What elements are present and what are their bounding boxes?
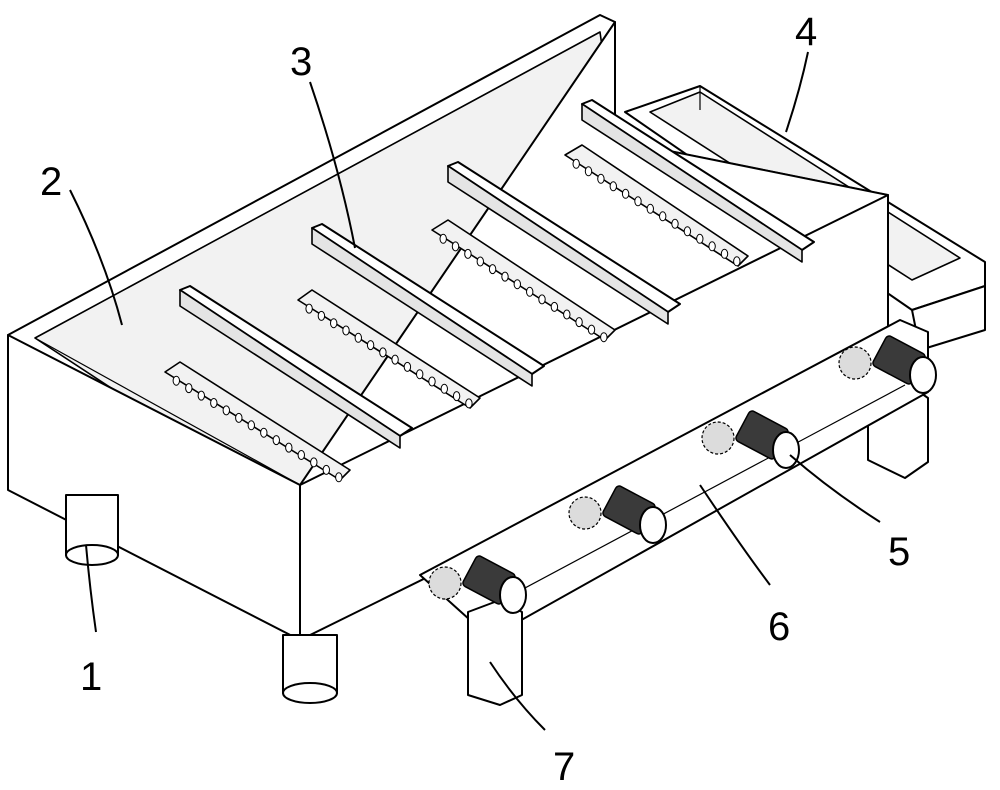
- leader-7: [489, 661, 546, 731]
- spray-hole: [428, 376, 436, 387]
- spray-hole: [297, 450, 305, 460]
- motor-end-cap: [639, 506, 667, 544]
- spray-hole: [683, 226, 692, 237]
- spray-hole: [563, 309, 571, 320]
- spray-hole: [597, 173, 605, 184]
- spray-hole: [609, 181, 617, 192]
- spray-hole: [247, 420, 256, 431]
- gear-icon: [428, 566, 462, 600]
- label-7: 7: [553, 745, 575, 789]
- gear-icon: [568, 496, 602, 530]
- spray-hole: [235, 412, 243, 423]
- spray-hole: [305, 303, 313, 314]
- spray-hole: [733, 256, 741, 267]
- spray-hole: [317, 310, 326, 321]
- spray-hole: [342, 325, 350, 336]
- spray-hole: [538, 294, 546, 305]
- spray-hole: [451, 241, 460, 252]
- spray-hole: [172, 375, 181, 386]
- leader-6: [699, 484, 771, 586]
- spray-hole: [366, 340, 375, 351]
- label-4: 4: [795, 10, 817, 54]
- tank-legs: [65, 494, 338, 704]
- spray-hole: [222, 405, 231, 416]
- guide-rails: [164, 99, 815, 483]
- gear-icon: [838, 346, 872, 380]
- spray-hole: [696, 233, 704, 244]
- label-2: 2: [40, 160, 62, 204]
- spray-hole: [452, 391, 461, 402]
- spray-hole: [584, 166, 593, 177]
- spray-hole: [354, 332, 362, 343]
- leader-2: [69, 189, 123, 326]
- motor-end-cap: [499, 576, 527, 614]
- spray-hole: [440, 383, 448, 394]
- spray-hole: [330, 318, 338, 329]
- spray-hole: [197, 390, 206, 401]
- leader-5: [789, 454, 881, 523]
- leader-lines: [69, 51, 881, 731]
- spray-hole: [272, 435, 280, 446]
- spray-hole: [465, 398, 473, 409]
- spray-hole: [720, 248, 729, 259]
- part-labels: 1 2 3 4 5 6 7: [40, 10, 910, 789]
- spray-hole: [185, 383, 193, 394]
- spray-hole: [403, 361, 412, 372]
- spray-hole: [501, 271, 509, 282]
- spray-hole: [671, 218, 679, 229]
- motor-end-cap: [909, 356, 937, 394]
- spray-hole: [634, 196, 642, 207]
- motor-end-cap: [772, 431, 800, 469]
- spray-hole: [621, 188, 630, 199]
- spray-hole: [210, 398, 218, 408]
- motor-unit: [568, 485, 667, 544]
- spray-hole: [285, 442, 293, 453]
- label-1: 1: [80, 655, 102, 699]
- leader-3: [309, 81, 356, 249]
- spray-holes: [172, 158, 741, 483]
- spray-hole: [439, 233, 447, 244]
- label-5: 5: [888, 530, 910, 574]
- spray-hole: [526, 286, 534, 297]
- spray-hole: [488, 264, 497, 275]
- spray-hole: [464, 248, 472, 259]
- spray-hole: [391, 354, 399, 365]
- spray-hole: [550, 301, 559, 312]
- spray-hole: [513, 279, 521, 290]
- motor-unit: [701, 410, 800, 469]
- motor-unit: [428, 555, 527, 614]
- spray-hole: [322, 464, 330, 475]
- spray-hole: [572, 158, 580, 169]
- leader-1: [85, 544, 97, 633]
- rail-set-3: [431, 161, 681, 341]
- spray-hole: [646, 203, 654, 214]
- spray-hole: [260, 427, 268, 438]
- spray-hole: [587, 324, 596, 335]
- gear-icon: [701, 421, 735, 455]
- spray-hole: [310, 457, 318, 468]
- spray-hole: [416, 369, 424, 380]
- spray-hole: [659, 211, 667, 222]
- motors: [428, 335, 937, 614]
- leader-4: [785, 51, 809, 133]
- label-6: 6: [768, 605, 790, 649]
- spray-hole: [600, 332, 608, 343]
- motor-unit: [838, 335, 937, 394]
- spray-hole: [379, 347, 387, 358]
- spray-hole: [335, 472, 343, 483]
- spray-hole: [575, 317, 583, 328]
- label-3: 3: [290, 40, 312, 84]
- rail-set-1: [164, 285, 413, 481]
- spray-hole: [708, 241, 716, 252]
- spray-hole: [476, 256, 484, 267]
